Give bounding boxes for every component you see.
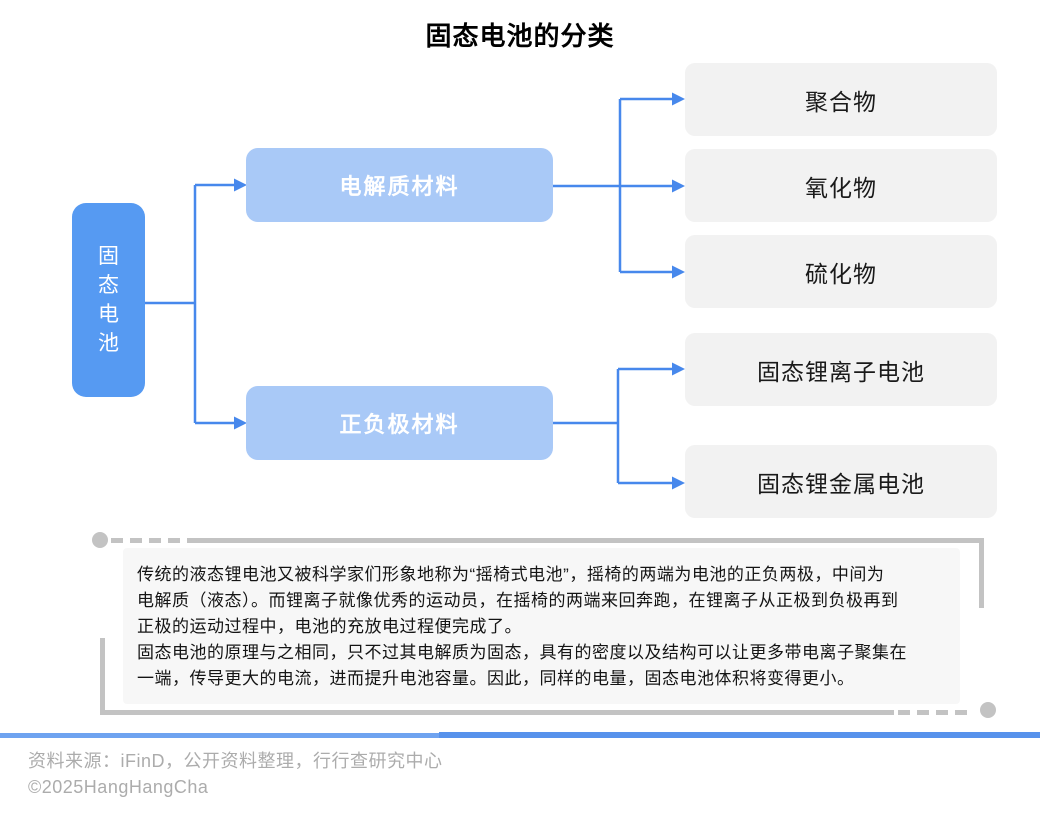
leaf-node-label: 氧化物 (805, 174, 877, 201)
arrowhead-icon (672, 92, 685, 106)
arrowhead-icon (672, 179, 685, 193)
root-node-solid-state-battery: 固态电池 (72, 203, 145, 397)
frame-line-top (187, 538, 984, 543)
note-box: 传统的液态锂电池又被科学家们形象地称为“摇椅式电池”，摇椅的两端为电池的正负两极… (123, 548, 960, 704)
footer-copyright: ©2025HangHangCha (28, 777, 209, 797)
frame-line-right (979, 538, 984, 608)
branch-node-electrolyte-materials: 电解质材料 (246, 148, 553, 222)
leaf-node-solid-li-metal-battery: 固态锂金属电池 (685, 445, 997, 518)
arrowhead-icon (672, 476, 685, 490)
leaf-node-label: 硫化物 (805, 260, 877, 287)
frame-dot-top-left (92, 532, 108, 548)
footer-divider-right (439, 732, 1040, 738)
footer-divider-left (0, 733, 439, 738)
branch-node-label: 正负极材料 (339, 412, 460, 437)
leaf-node-solid-li-ion-battery: 固态锂离子电池 (685, 333, 997, 406)
arrowhead-icon (672, 265, 685, 279)
leaf-node-label: 固态锂离子电池 (757, 358, 925, 385)
leaf-node-sulfide: 硫化物 (685, 235, 997, 308)
frame-dashes-top (111, 538, 187, 543)
frame-dashes-bottom (898, 710, 974, 715)
footer-source: 资料来源：iFinD，公开资料整理，行行查研究中心 (28, 751, 443, 771)
note-line: 固态电池的原理与之相同，只不过其电解质为固态，具有的密度以及结构可以让更多带电离… (137, 643, 907, 662)
note-line: 传统的液态锂电池又被科学家们形象地称为“摇椅式电池”，摇椅的两端为电池的正负两极… (137, 565, 885, 584)
note-line: 电解质（液态）。而锂离子就像优秀的运动员，在摇椅的两端来回奔跑，在锂离子从正极到… (137, 591, 899, 610)
frame-line-bottom (100, 710, 894, 715)
branch-node-label: 电解质材料 (339, 174, 460, 199)
page-title: 固态电池的分类 (425, 21, 615, 51)
leaf-node-label: 固态锂金属电池 (757, 470, 925, 497)
root-node-label: 固态电池 (98, 245, 119, 355)
branch-node-electrode-materials: 正负极材料 (246, 386, 553, 460)
frame-line-left (100, 638, 105, 715)
leaf-node-polymer: 聚合物 (685, 63, 997, 136)
note-line: 一端，传导更大的电流，进而提升电池容量。因此，同样的电量，固态电池体积将变得更小… (137, 669, 855, 688)
arrowhead-icon (672, 362, 685, 376)
leaf-node-label: 聚合物 (805, 88, 877, 115)
leaf-node-oxide: 氧化物 (685, 149, 997, 222)
note-line: 正极的运动过程中，电池的充放电过程便完成了。 (137, 617, 522, 636)
frame-dot-bottom-right (980, 702, 996, 718)
